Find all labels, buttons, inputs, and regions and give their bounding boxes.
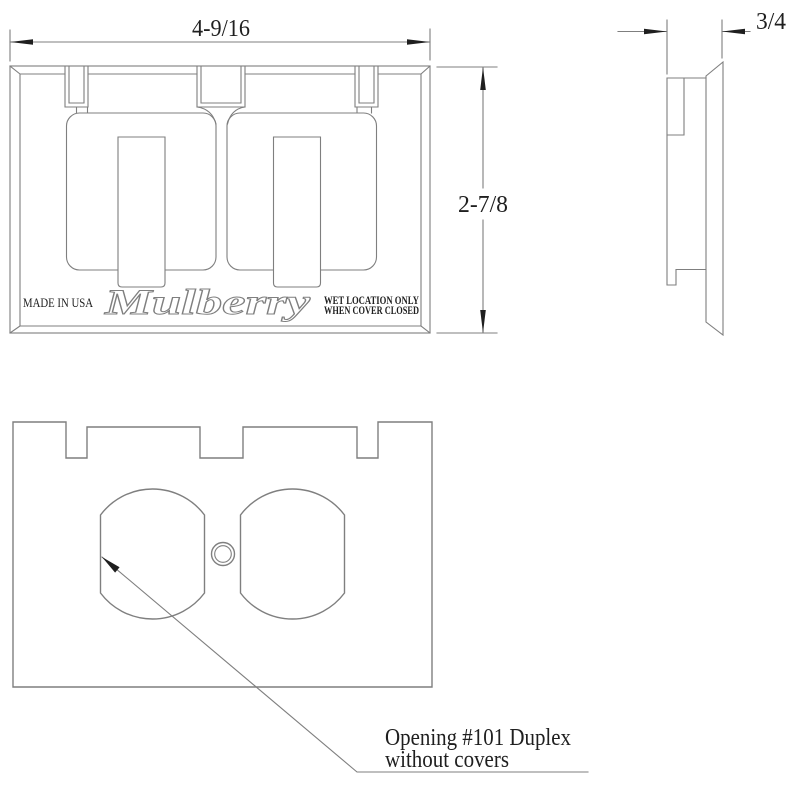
depth-dimension-label: 3/4 bbox=[756, 9, 786, 35]
width-arrow-left bbox=[10, 39, 33, 45]
wet-location-warning-line2: WHEN COVER CLOSED bbox=[324, 305, 419, 317]
depth-extension-lines bbox=[666, 19, 723, 75]
front-view: MADE IN USA Mulberry WET LOCATION ONLY W… bbox=[9, 65, 431, 334]
screw-hole-inner bbox=[214, 545, 232, 563]
left-cover-tab bbox=[117, 136, 166, 288]
bottom-outline-with-notches bbox=[12, 421, 433, 688]
height-arrow-bottom bbox=[480, 310, 486, 333]
depth-arrow-right bbox=[722, 28, 745, 35]
right-cover-tab bbox=[272, 136, 322, 288]
width-dimension: 4-9/16 bbox=[9, 16, 431, 62]
duplex-opening-left bbox=[99, 488, 206, 620]
made-in-usa-text: MADE IN USA bbox=[23, 295, 94, 310]
height-arrow-top bbox=[480, 67, 486, 90]
width-extension-lines bbox=[9, 28, 431, 62]
wet-location-warning-line1: WET LOCATION ONLY bbox=[324, 295, 420, 307]
leader-annotation: Opening #101 Duplex without covers bbox=[101, 556, 589, 773]
bottom-view bbox=[12, 421, 433, 688]
side-view bbox=[666, 60, 724, 337]
height-dimension-label: 2-7/8 bbox=[458, 192, 508, 218]
leader-line bbox=[101, 556, 589, 773]
leader-arrowhead bbox=[102, 557, 120, 573]
side-plate-profile bbox=[705, 60, 724, 337]
front-corner-bevels bbox=[9, 65, 431, 334]
height-dimension: 2-7/8 bbox=[436, 66, 508, 334]
annotation-text-line2: without covers bbox=[385, 747, 509, 773]
width-dimension-label: 4-9/16 bbox=[192, 16, 250, 42]
height-extension-lines bbox=[436, 66, 498, 334]
side-hinge-detail bbox=[666, 77, 685, 136]
front-inner-bevel-outline bbox=[19, 73, 422, 327]
width-arrow-right bbox=[407, 39, 430, 45]
annotation-text-line1: Opening #101 Duplex bbox=[385, 725, 571, 751]
hinge-slot-left bbox=[64, 65, 89, 108]
duplex-opening-right bbox=[239, 488, 346, 620]
hinge-slot-right bbox=[354, 65, 379, 108]
side-cover-flap-profile bbox=[666, 77, 707, 286]
brand-logo-text: Mulberry bbox=[104, 282, 312, 322]
hinge-slot-middle bbox=[196, 65, 246, 108]
depth-dimension: 3/4 bbox=[617, 9, 786, 75]
front-outer-outline bbox=[9, 65, 431, 334]
hinge-knuckles bbox=[75, 106, 373, 125]
screw-hole-outer bbox=[210, 541, 236, 567]
depth-arrow-left bbox=[644, 28, 667, 35]
